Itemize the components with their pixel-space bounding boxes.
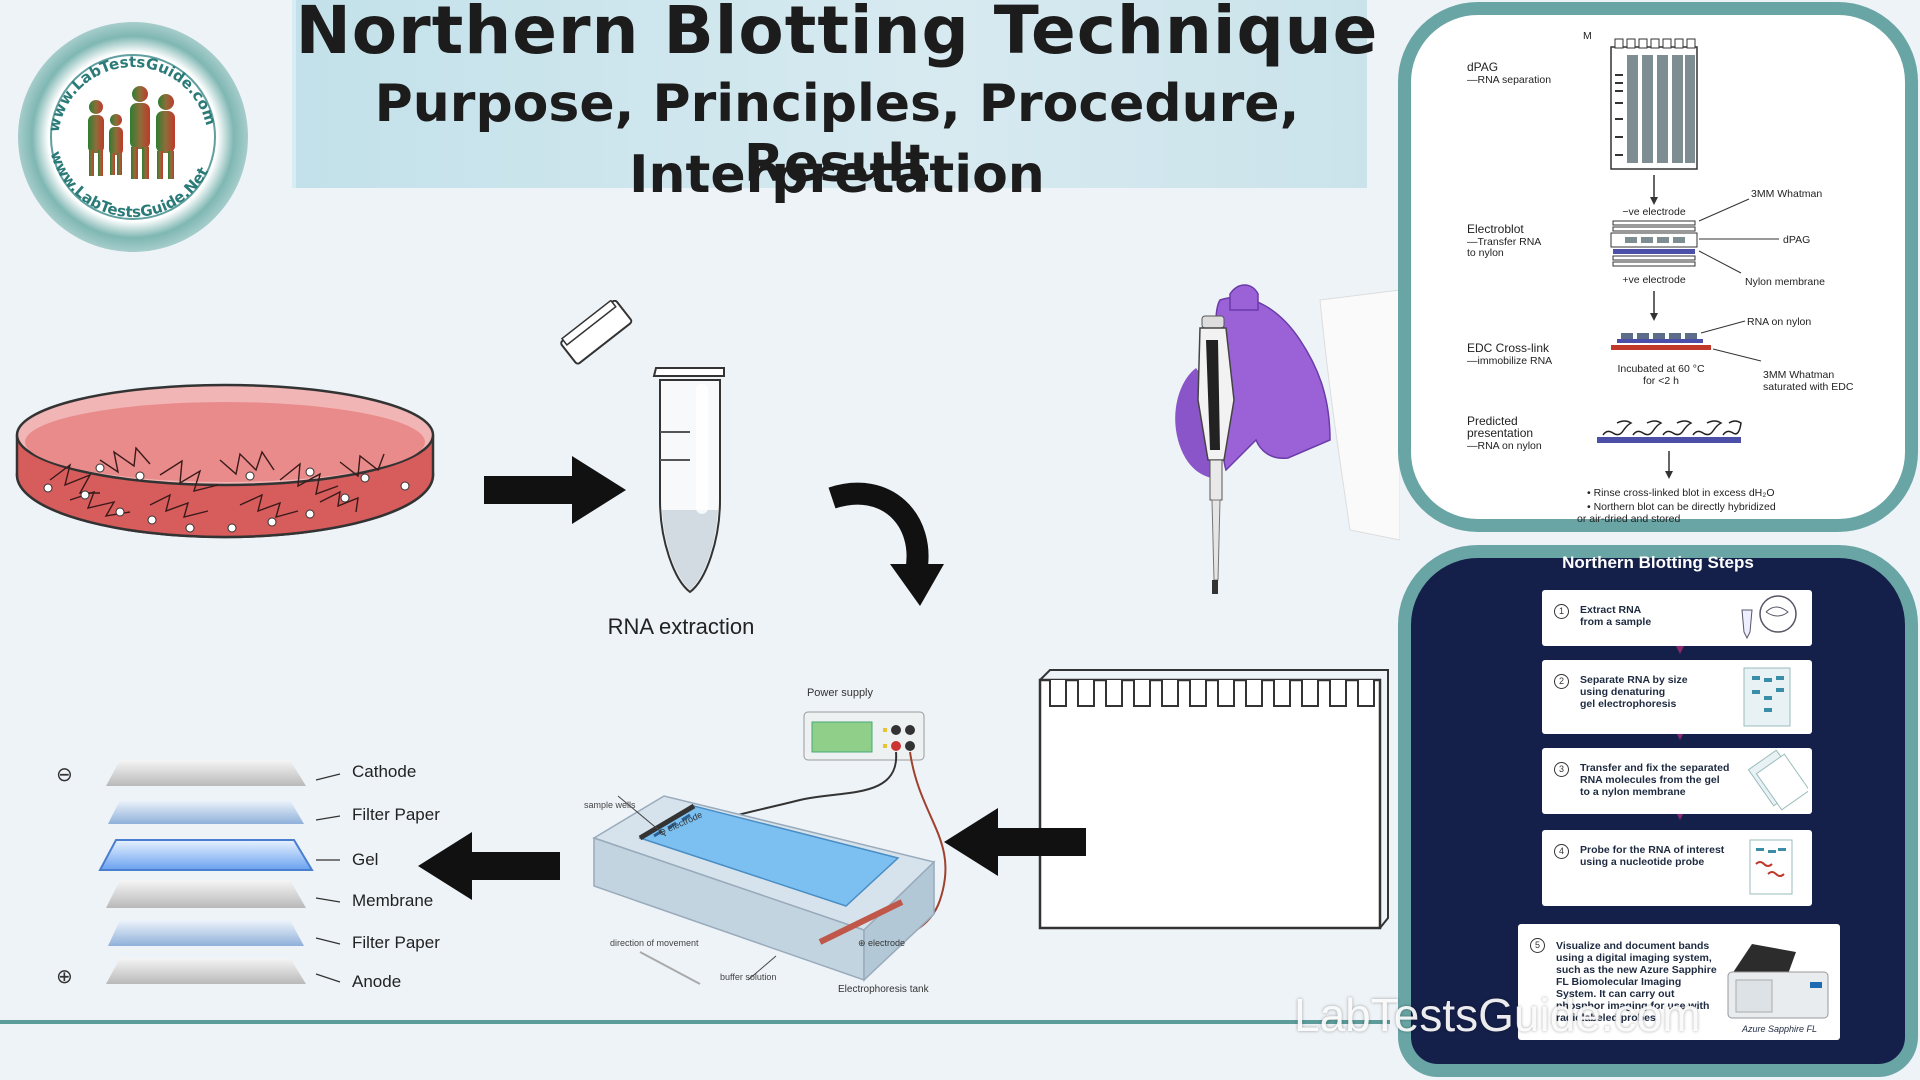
svg-text:—immobilize RNA: —immobilize RNA [1467, 355, 1552, 367]
layer-label: Cathode [352, 762, 417, 781]
svg-text:—Transfer RNA: —Transfer RNA [1467, 236, 1541, 248]
svg-text:Incubated at 60 °C: Incubated at 60 °C [1617, 363, 1705, 375]
svg-text:RNA on nylon: RNA on nylon [1747, 316, 1811, 328]
step-card[interactable]: 4 Probe for the RNA of interest using a … [1542, 830, 1812, 906]
imager-device-icon [1727, 944, 1829, 1019]
svg-text:3MM Whatman: 3MM Whatman [1763, 369, 1834, 381]
divider-line [0, 1020, 1390, 1024]
arrow-left-icon [418, 832, 560, 900]
svg-text:—RNA separation: —RNA separation [1467, 74, 1551, 86]
device-caption: Azure Sapphire FL [1742, 1024, 1818, 1034]
title-banner [292, 0, 1367, 188]
membrane-transfer-icon [1747, 750, 1808, 811]
layer-label: Membrane [352, 891, 434, 910]
svg-text:• Northern blot can be directl: • Northern blot can be directly hybridiz… [1587, 501, 1776, 513]
step-card[interactable]: 1 Extract RNA from a sample [1542, 590, 1812, 646]
minus-icon: ⊖ [56, 762, 73, 786]
svg-text:Predicted: Predicted [1467, 414, 1518, 428]
family-logo-icon: www.LabTestsGuide.com www.LabTestsGuide.… [45, 53, 220, 221]
step-card[interactable]: 2 Separate RNA by size using denaturing … [1542, 660, 1812, 734]
page-title: Northern Blotting Technique [295, 0, 1379, 69]
svg-text:Electroblot: Electroblot [1467, 222, 1524, 236]
svg-text:to nylon: to nylon [1467, 247, 1504, 259]
svg-text:saturated with EDC: saturated with EDC [1763, 381, 1854, 393]
svg-text:sample wells: sample wells [584, 800, 636, 810]
step-card[interactable]: 3 Transfer and fix the separated RNA mol… [1542, 748, 1812, 814]
svg-text:3MM Whatman: 3MM Whatman [1751, 188, 1822, 200]
svg-text:+ve electrode: +ve electrode [1622, 274, 1685, 286]
pipette-hand-icon [1175, 284, 1400, 594]
steps-title: Northern Blotting Steps [1562, 553, 1754, 572]
petri-dish-icon [15, 383, 435, 539]
svg-text:−ve electrode: −ve electrode [1622, 206, 1685, 218]
svg-text:Power supply: Power supply [807, 687, 874, 699]
svg-text:—RNA on nylon: —RNA on nylon [1467, 440, 1542, 452]
svg-text:dPAG: dPAG [1467, 60, 1498, 74]
layer-label: Filter Paper [352, 933, 440, 952]
tube-sample-icon [1741, 595, 1797, 640]
site-logo[interactable]: www.LabTestsGuide.com www.LabTestsGuide.… [18, 22, 248, 252]
page-subtitle: Purpose, Principles, Procedure, Result [374, 74, 1300, 194]
svg-text:M: M [1583, 30, 1592, 42]
svg-text:EDC Cross-link: EDC Cross-link [1467, 341, 1550, 355]
probe-icon [1749, 839, 1793, 895]
gel-icon [1743, 667, 1791, 727]
layer-label: Anode [352, 972, 402, 991]
plus-icon: ⊕ [56, 964, 73, 988]
watermark-text: LabTestsGuide.com [1294, 989, 1701, 1041]
schematic-panel: M dPAG —RNA separation −ve electrode +ve… [1398, 2, 1918, 532]
arrow-left-icon [944, 808, 1086, 876]
svg-text:⊕ electrode: ⊕ electrode [858, 938, 905, 948]
svg-text:presentation: presentation [1467, 426, 1533, 440]
transfer-stack-icon [98, 760, 314, 984]
curved-arrow-icon [828, 482, 944, 606]
leader-lines [315, 773, 341, 983]
layer-label: Filter Paper [352, 805, 440, 824]
electrophoresis-tank-icon: Power supply sample wells ⊖ electrode ⊕ … [584, 687, 947, 995]
microtube-icon [560, 300, 725, 594]
svg-text:direction of movement: direction of movement [610, 938, 699, 948]
svg-text:dPAG: dPAG [1783, 234, 1810, 246]
rna-extraction-label: RNA extraction [607, 614, 755, 639]
gel-block-icon [1038, 669, 1389, 930]
page-subtitle-cont: Interpretation [629, 145, 1045, 205]
schematic-note: or air-dried and stored [1577, 513, 1681, 525]
svg-text:for <2 h: for <2 h [1643, 375, 1679, 387]
svg-text:• Rinse cross-linked blot in e: • Rinse cross-linked blot in excess dH₂O [1587, 487, 1775, 499]
step-card[interactable]: 5 Visualize and document bands using a d… [1518, 924, 1840, 1040]
layer-label: Gel [352, 850, 379, 869]
arrow-right-icon [484, 456, 626, 524]
svg-text:Nylon membrane: Nylon membrane [1745, 276, 1825, 288]
svg-text:Electrophoresis tank: Electrophoresis tank [838, 984, 930, 995]
svg-text:buffer solution: buffer solution [720, 972, 776, 982]
